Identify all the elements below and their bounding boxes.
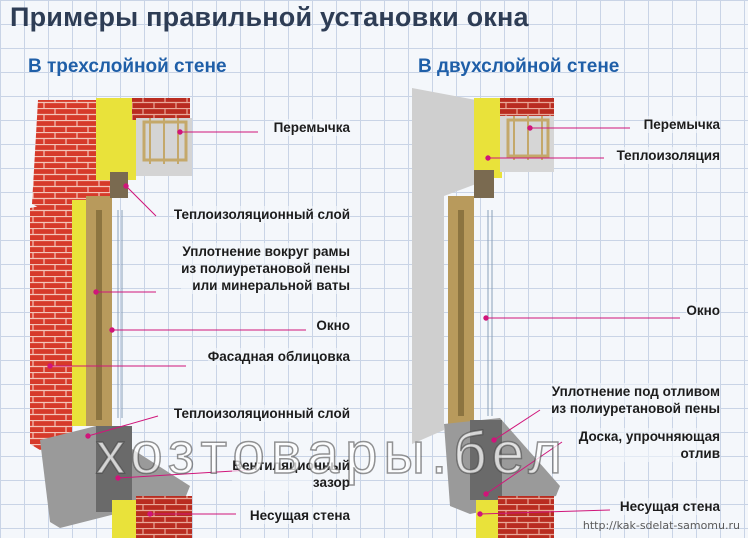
site-url: http://kak-sdelat-samomu.ru — [582, 519, 740, 532]
right-label-bearing-wall: Несущая стена — [619, 498, 720, 515]
right-label-window: Окно — [686, 302, 720, 319]
right-concrete-wall — [412, 88, 476, 444]
left-insulation-top — [96, 98, 136, 180]
left-wall-section — [30, 98, 192, 538]
left-label-vent-gap: Вентиляционный зазор — [232, 457, 350, 491]
right-heading: В двухслойной стене — [418, 56, 620, 77]
right-bearing-brick-top — [500, 98, 554, 118]
right-leaders — [477, 125, 680, 517]
right-wall-section — [412, 88, 560, 538]
right-label-board: Доска, упрочняющая отлив — [578, 428, 720, 462]
right-insulation-top — [474, 98, 502, 178]
left-label-insulation-top: Теплоизоляционный слой — [173, 206, 350, 223]
left-leaders — [47, 129, 306, 517]
left-label-facade: Фасадная облицовка — [207, 348, 350, 365]
left-bearing-brick-top — [132, 98, 190, 120]
left-label-window: Окно — [316, 317, 350, 334]
page-title: Примеры правильной установки окна — [10, 2, 529, 32]
left-label-lintel: Перемычка — [273, 119, 350, 136]
watermark-text: хозтовары.бел — [95, 420, 568, 487]
left-insulation-strip — [72, 200, 86, 426]
left-label-insulation-bottom: Теплоизоляционный слой — [173, 405, 350, 422]
left-label-bearing-wall: Несущая стена — [249, 507, 350, 524]
left-facade-brick — [30, 200, 72, 450]
left-label-seal: Уплотнение вокруг рамы из полиуретановой… — [181, 243, 350, 294]
right-label-lintel: Перемычка — [643, 116, 720, 133]
left-heading: В трехслойной стене — [28, 56, 227, 77]
right-label-insulation: Теплоизоляция — [616, 147, 720, 164]
right-label-sill-seal: Уплотнение под отливом из полиуретановой… — [551, 383, 720, 417]
